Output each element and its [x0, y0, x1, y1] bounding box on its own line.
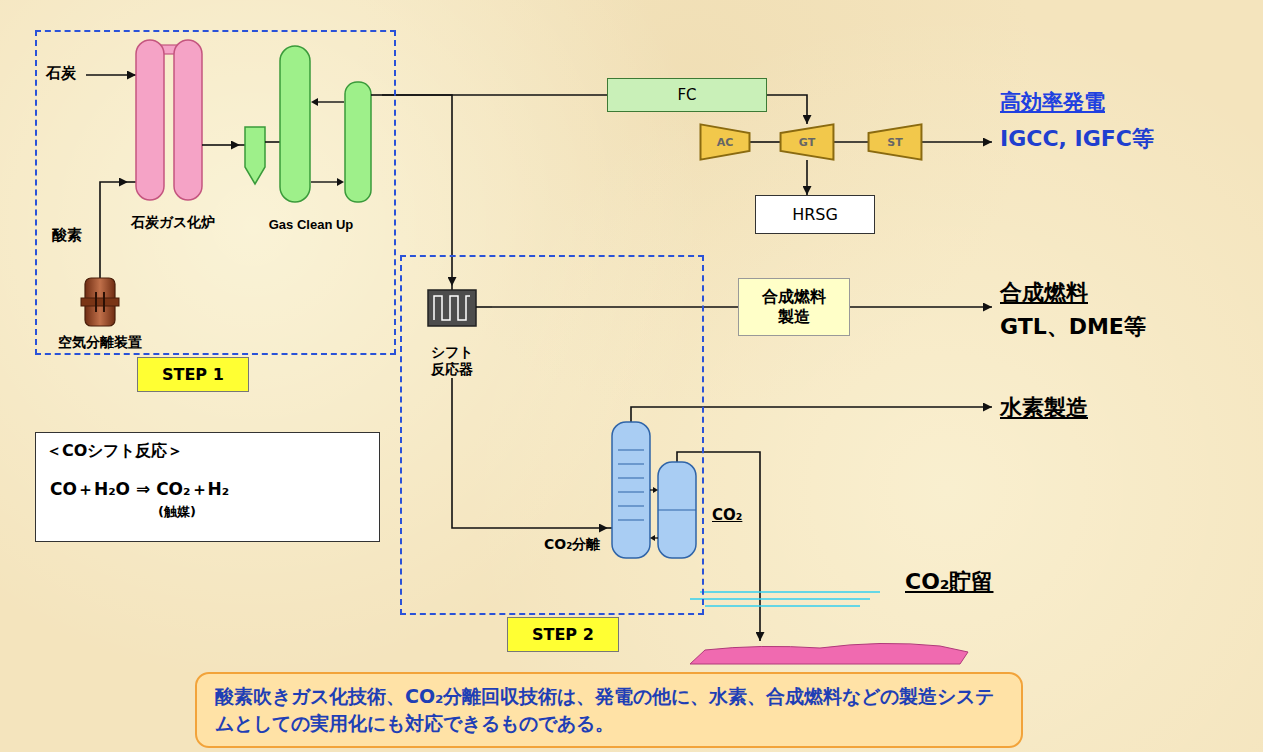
gas-cleanup-unit: Gas Clean Up	[240, 42, 382, 232]
stream-label: CO₂	[712, 506, 742, 524]
storage-layer	[690, 643, 968, 664]
hydrogen-output-arrow	[631, 407, 992, 422]
gas-cleanup-unit-picture	[337, 178, 344, 186]
air-separation-unit-picture	[40, 278, 160, 328]
node-label: 酸素吹きガス化技術、CO₂分離回収技術は、発電の他に、水素、合成燃料などの製造シ…	[215, 683, 1003, 736]
co2-separation-unit: CO₂分離	[608, 420, 700, 562]
step-label: STEP 1	[137, 357, 249, 392]
co2-separation-unit-picture	[650, 535, 655, 541]
compressor-symbol: AC	[700, 124, 750, 160]
fuel-output-arrow	[850, 307, 992, 308]
shift-reactor-unit-picture	[428, 290, 476, 326]
gasifier-unit-picture	[128, 36, 218, 206]
step-region: STEP 1石炭ガス化炉Gas Clean Up空気分離装置	[35, 30, 396, 355]
step-region: STEP 2シフト 反応器CO₂分離	[400, 255, 704, 615]
turbine-outline	[869, 124, 922, 159]
node-label: 空気分離装置	[58, 334, 142, 352]
node-label: HRSG	[792, 205, 838, 224]
gasifier-unit-picture	[136, 40, 164, 200]
flow-connector	[452, 378, 608, 528]
co2-separation-unit-picture	[608, 420, 700, 562]
gas-cleanup-unit-picture	[311, 98, 318, 106]
gasifier-unit-picture	[128, 181, 136, 183]
fuel-output-arrow	[850, 306, 992, 308]
gas-cleanup-unit-picture	[240, 42, 382, 207]
hydrogen-output-arrow	[631, 407, 992, 422]
feed-label: 酸素	[52, 226, 82, 245]
flow-connector	[750, 141, 780, 143]
gasifier-unit-picture	[202, 144, 218, 146]
output-example: IGCC, IGFC等	[1000, 124, 1154, 154]
co2-separation-unit-picture	[618, 450, 644, 520]
feed-label: 石炭	[46, 64, 76, 83]
node-label: CO＋H₂O ⇒ CO₂＋H₂	[50, 478, 229, 501]
gas-cleanup-unit-picture	[265, 141, 280, 143]
flow-connector	[100, 182, 128, 278]
flow-connector	[382, 95, 452, 286]
turbine-outline	[781, 124, 834, 159]
shift-reactor-unit-picture	[434, 296, 470, 320]
reaction-note-box: ＜COシフト反応＞ CO＋H₂O ⇒ CO₂＋H₂ (触媒)	[35, 432, 380, 542]
node-label: Gas Clean Up	[269, 217, 354, 232]
steam-turbine-symbol: ST	[868, 124, 922, 160]
output-label: 合成燃料	[1000, 278, 1088, 308]
shift-reactor-unit-picture	[476, 306, 492, 308]
node-label: AC	[717, 136, 734, 149]
coal-feed-arrow	[86, 75, 136, 76]
node-label: ST	[887, 136, 902, 149]
node-label: GT	[799, 136, 815, 149]
power-output-arrow	[922, 142, 992, 143]
gas-cleanup-unit-picture	[311, 181, 339, 182]
gas-turbine-symbol: GT	[780, 124, 834, 160]
output-label: 高効率発電	[1000, 88, 1105, 116]
co2-separation-unit-picture	[612, 422, 650, 558]
water-surface	[690, 592, 880, 606]
node-label: 合成燃料 製造	[762, 287, 826, 327]
output-label: CO₂貯留	[905, 567, 993, 597]
turbine-outline	[701, 124, 750, 159]
air-separation-unit: 空気分離装置	[40, 278, 160, 352]
gas-cleanup-unit-picture	[280, 46, 310, 202]
node-label: CO₂分離	[544, 536, 600, 554]
flow-connector	[834, 141, 868, 143]
coal-feed-arrow	[86, 74, 136, 76]
water-surface	[690, 592, 880, 606]
flow-connector	[767, 95, 807, 124]
output-example: GTL、DME等	[1000, 312, 1146, 342]
node-label: (触媒)	[158, 503, 196, 521]
gas-cleanup-unit-picture	[316, 101, 344, 102]
air-separation-unit-picture	[81, 298, 119, 306]
fuel-cell-box: FC	[607, 78, 767, 112]
power-output-arrow	[922, 141, 992, 143]
hrsg-box: HRSG	[755, 195, 875, 234]
storage-layer	[690, 643, 968, 664]
co2-separation-unit-picture	[658, 462, 696, 558]
node-label: ＜COシフト反応＞	[46, 441, 183, 462]
synfuel-process-box: 合成燃料 製造	[738, 278, 850, 336]
node-label: シフト 反応器	[431, 344, 473, 378]
shift-reactor-unit-picture	[412, 286, 492, 330]
node-label: FC	[677, 86, 696, 104]
shift-reactor-unit: シフト 反応器	[412, 286, 492, 378]
gasifier-unit: 石炭ガス化炉	[128, 36, 218, 232]
step-label: STEP 2	[507, 617, 619, 652]
gasifier-unit-picture	[174, 40, 202, 200]
co2-separation-unit-picture	[653, 487, 658, 493]
flow-connector	[218, 144, 240, 146]
air-separation-unit-picture	[95, 292, 97, 312]
output-label: 水素製造	[1000, 393, 1088, 423]
gas-cleanup-unit-picture	[245, 127, 265, 184]
node-label: 石炭ガス化炉	[131, 214, 215, 232]
summary-note-box: 酸素吹きガス化技術、CO₂分離回収技術は、発電の他に、水素、合成燃料などの製造シ…	[195, 672, 1023, 748]
gas-cleanup-unit-picture	[345, 82, 371, 202]
flow-connector	[492, 306, 738, 308]
air-separation-unit-picture	[103, 292, 105, 312]
flow-connector	[806, 160, 808, 195]
gas-cleanup-unit-picture	[371, 94, 382, 96]
co2-separation-unit-picture	[658, 509, 696, 510]
